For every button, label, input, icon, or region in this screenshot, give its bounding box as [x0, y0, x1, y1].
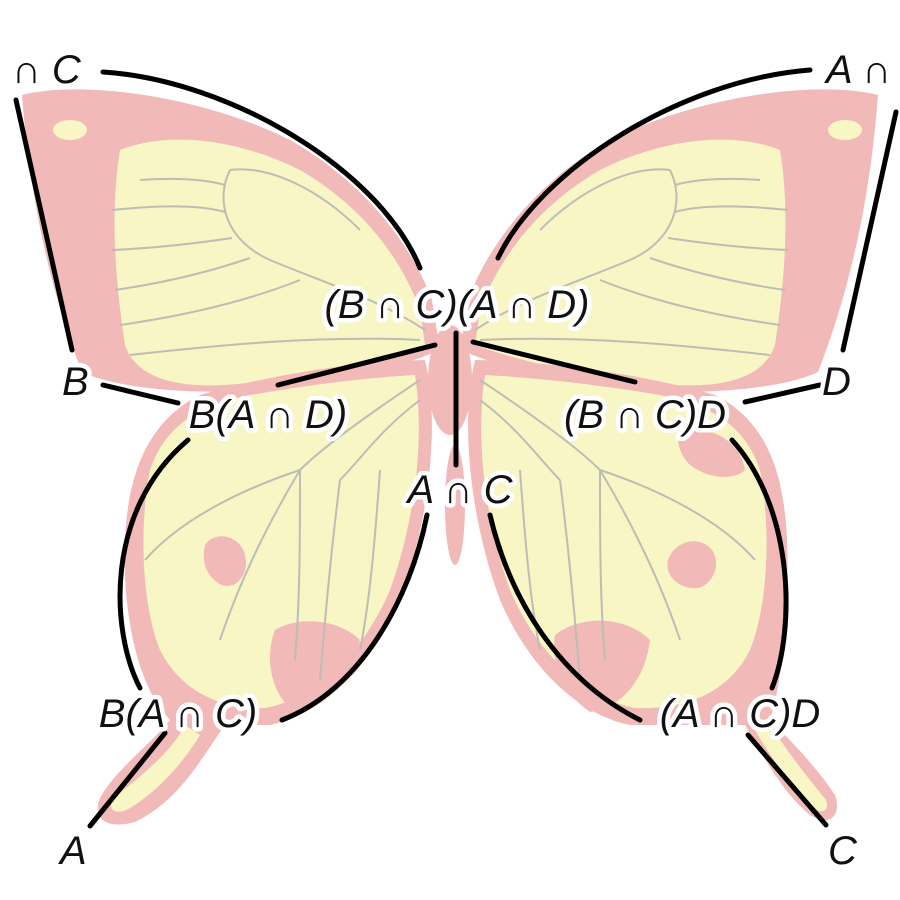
line-d-to-right-mid	[742, 382, 823, 405]
boundary-lines	[13, 67, 899, 829]
body-abdomen	[445, 445, 465, 565]
right-hindwing	[468, 360, 838, 821]
left-hindwing-veins	[144, 379, 421, 681]
right-forewing-spot	[828, 120, 862, 140]
label-center: A ∩ C	[405, 468, 513, 512]
right-forewing-veins	[474, 168, 789, 356]
left-hindwing-spot	[203, 536, 246, 586]
butterfly-body	[428, 325, 472, 565]
right-hindwing-spot	[667, 541, 717, 589]
right-hindwing-patch	[554, 620, 650, 712]
arc-left-inner	[279, 512, 430, 723]
arc-left-outer	[117, 437, 191, 691]
left-forewing-veins	[111, 168, 426, 356]
arc-right-outer	[729, 437, 789, 691]
label-bottom-a: A	[58, 829, 87, 873]
line-center-to-left-mid	[275, 342, 438, 388]
arc-top-right	[495, 67, 813, 261]
label-top-left: ∩ C	[12, 48, 82, 92]
right-forewing	[460, 89, 878, 392]
label-left-b: B	[62, 360, 89, 404]
line-center-to-right-mid	[470, 339, 638, 385]
line-tail-right	[745, 732, 829, 828]
set-labels: ∩ C A ∩ (B ∩ C)(A ∩ D) B B(A ∩ D) (B ∩ C…	[8, 44, 896, 878]
right-forewing-inner	[475, 139, 786, 386]
arc-right-inner	[487, 512, 643, 723]
left-hindwing-patch	[270, 621, 360, 708]
line-tail-left	[87, 730, 168, 829]
left-hindwing-inner	[143, 375, 419, 709]
line-left-edge	[13, 97, 75, 353]
label-bottom-left-mid: B(A ∩ C)	[99, 692, 257, 736]
left-forewing-inner	[114, 139, 426, 386]
label-bottom-c: C	[828, 829, 858, 873]
label-center-top: (B ∩ C)(A ∩ D)	[325, 283, 590, 327]
body-thorax	[428, 325, 472, 435]
line-b-to-left-mid	[100, 382, 181, 406]
right-tail-inner	[755, 728, 828, 812]
arc-top-left	[100, 69, 423, 271]
left-forewing	[22, 89, 440, 392]
label-right-mid: (B ∩ C)D	[564, 393, 726, 437]
left-tail-inner	[111, 725, 200, 812]
left-hindwing	[97, 360, 432, 825]
right-hindwing-veins	[479, 379, 756, 681]
left-forewing-spot	[53, 120, 87, 140]
label-top-right: A ∩	[824, 48, 891, 92]
right-hindwing-edge-spot	[678, 429, 745, 477]
label-bottom-right-mid: (A ∩ C)D	[660, 692, 821, 736]
label-right-d: D	[822, 360, 851, 404]
line-right-edge	[840, 109, 899, 353]
label-left-mid: B(A ∩ D)	[189, 393, 347, 437]
